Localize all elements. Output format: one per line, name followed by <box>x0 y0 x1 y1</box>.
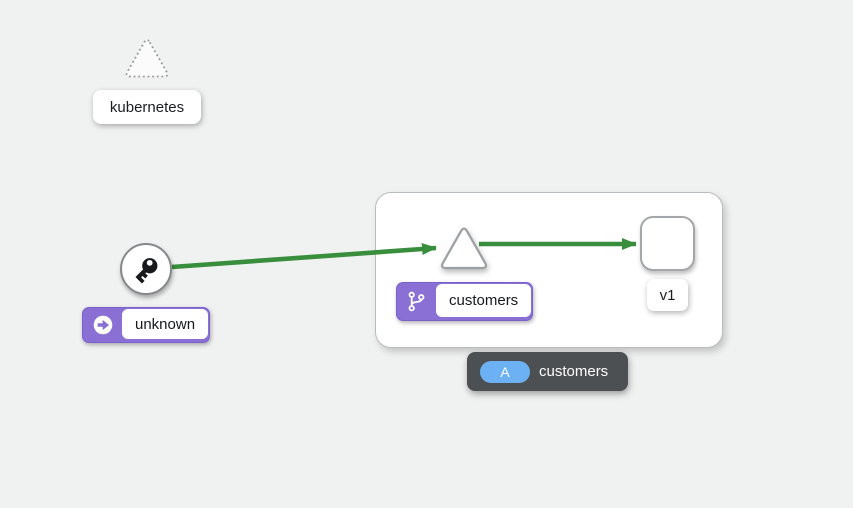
tooltip-label-text: customers <box>539 363 609 380</box>
code-branch-icon <box>397 283 436 320</box>
arrow-circle-right-icon <box>83 308 122 342</box>
unknown-label-text: unknown <box>122 309 209 339</box>
node-label-v1[interactable]: v1 <box>647 279 688 311</box>
key-icon <box>135 258 158 284</box>
node-label-customers[interactable]: customers <box>396 282 534 321</box>
v1-label-text: v1 <box>659 286 676 304</box>
node-kubernetes-triangle[interactable] <box>121 32 173 82</box>
app-type-badge: A <box>480 360 530 383</box>
node-v1-square[interactable] <box>640 216 695 271</box>
node-unknown-circle[interactable] <box>120 243 172 295</box>
tooltip-badge-text: A <box>500 363 510 380</box>
hover-tooltip: A customers <box>467 352 628 391</box>
customers-label-text: customers <box>436 284 532 317</box>
node-customers-triangle[interactable] <box>436 221 492 273</box>
node-label-unknown[interactable]: unknown <box>82 307 211 343</box>
kubernetes-label-text: kubernetes <box>109 98 185 116</box>
node-label-kubernetes[interactable]: kubernetes <box>93 90 201 124</box>
